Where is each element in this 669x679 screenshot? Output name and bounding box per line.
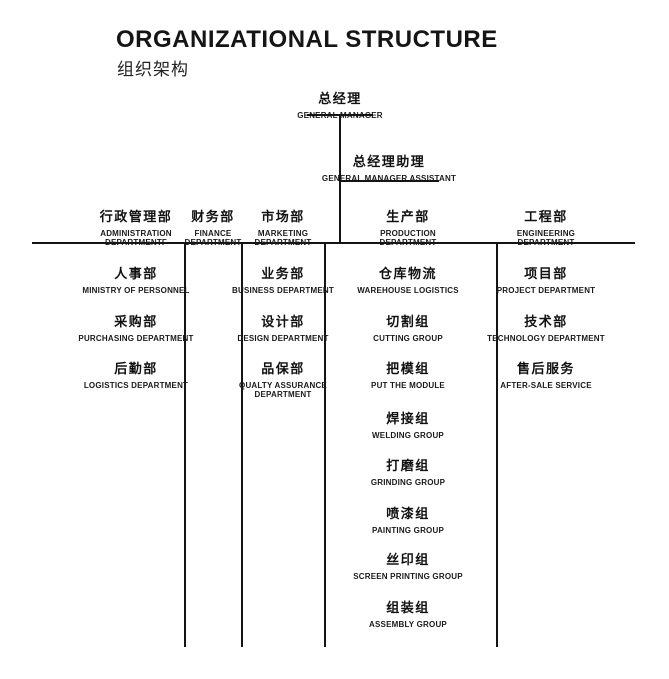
node-label-en: ADMINISTRATION DEPARTMENTF: [100, 229, 172, 247]
sub-department-node: 售后服务 AFTER-SALE SERVICE: [466, 358, 626, 390]
node-label-zh: 设计部: [261, 314, 305, 329]
page-title: ORGANIZATIONAL STRUCTURE: [116, 26, 498, 53]
node-label-en: QUALTY ASSURANCE DEPARTMENT: [239, 381, 327, 399]
sub-department-node: 组装组 ASSEMBLY GROUP: [328, 597, 488, 629]
node-label-en: BUSINESS DEPARTMENT: [232, 286, 334, 295]
node-label-zh: 品保部: [261, 361, 305, 376]
sub-department-node: 打磨组 GRINDING GROUP: [328, 455, 488, 487]
node-label-en: WAREHOUSE LOGISTICS: [357, 286, 459, 295]
node-label-en: SCREEN PRINTING GROUP: [353, 572, 463, 581]
sub-department-node: 后勤部 LOGISTICS DEPARTMENT: [56, 358, 216, 390]
node-label-en: PAINTING GROUP: [372, 526, 444, 535]
node-label-en: PURCHASING DEPARTMENT: [78, 334, 194, 343]
node-label-zh: 生产部: [386, 209, 430, 224]
department-node: 市场部 MARKETING DEPARTMENT: [203, 206, 363, 247]
department-node: 生产部 PRODUCTION DEPARTMENT: [328, 206, 488, 247]
node-label-en: GENERAL MANAGER ASSISTANT: [321, 174, 457, 183]
sub-department-node: 品保部 QUALTY ASSURANCE DEPARTMENT: [203, 358, 363, 399]
node-label-en: DESIGN DEPARTMENT: [237, 334, 329, 343]
sub-department-node: 焊接组 WELDING GROUP: [328, 408, 488, 440]
node-label-zh: 总经理助理: [352, 154, 426, 169]
sub-department-node: 技术部 TECHNOLOGY DEPARTMENT: [466, 311, 626, 343]
node-label-en: PUT THE MODULE: [371, 381, 445, 390]
column-divider-3: [324, 242, 326, 647]
sub-department-node: 切割组 CUTTING GROUP: [328, 311, 488, 343]
node-label-en: GRINDING GROUP: [370, 478, 446, 487]
node-label-zh: 售后服务: [516, 361, 575, 376]
departments-line: [32, 242, 635, 244]
node-label-en: PROJECT DEPARTMENT: [496, 286, 596, 295]
node-label-zh: 总经理: [318, 91, 362, 106]
sub-department-node: 人事部 MINISTRY OF PERSONNEL: [56, 263, 216, 295]
node-label-en: WELDING GROUP: [372, 431, 444, 440]
node-label-en: TECHNOLOGY DEPARTMENT: [487, 334, 605, 343]
node-label-zh: 把模组: [386, 361, 430, 376]
general-manager-assistant-node: 总经理助理 GENERAL MANAGER ASSISTANT: [309, 151, 469, 183]
node-label-zh: 后勤部: [114, 361, 158, 376]
node-label-en: FINANCE DEPARTMENT: [184, 229, 242, 247]
node-label-zh: 组装组: [386, 600, 430, 615]
node-label-zh: 技术部: [524, 314, 568, 329]
page-subtitle: 组织架构: [117, 60, 189, 79]
assistant-underline: [339, 180, 439, 182]
sub-department-node: 把模组 PUT THE MODULE: [328, 358, 488, 390]
node-label-en: AFTER-SALE SERVICE: [500, 381, 592, 390]
department-node: 行政管理部 ADMINISTRATION DEPARTMENTF: [56, 206, 216, 247]
node-label-en: LOGISTICS DEPARTMENT: [83, 381, 189, 390]
node-label-en: ASSEMBLY GROUP: [369, 620, 447, 629]
node-label-en: ENGINEERING DEPARTMENT: [516, 229, 576, 247]
sub-department-node: 喷漆组 PAINTING GROUP: [328, 503, 488, 535]
node-label-zh: 丝印组: [386, 552, 430, 567]
trunk-line: [339, 114, 341, 244]
node-label-zh: 工程部: [524, 209, 568, 224]
node-label-en: CUTTING GROUP: [373, 334, 443, 343]
node-label-zh: 项目部: [524, 266, 568, 281]
node-label-zh: 财务部: [191, 209, 235, 224]
department-node: 财务部 FINANCE DEPARTMENT: [133, 206, 293, 247]
node-label-en: MARKETING DEPARTMENT: [254, 229, 312, 247]
node-label-en: MINISTRY OF PERSONNEL: [82, 286, 190, 295]
column-divider-2: [241, 242, 243, 647]
node-label-zh: 行政管理部: [99, 209, 173, 224]
sub-department-node: 采购部 PURCHASING DEPARTMENT: [56, 311, 216, 343]
node-label-en: PRODUCTION DEPARTMENT: [379, 229, 437, 247]
sub-department-node: 业务部 BUSINESS DEPARTMENT: [203, 263, 363, 295]
department-node: 工程部 ENGINEERING DEPARTMENT: [466, 206, 626, 247]
sub-department-node: 仓库物流 WAREHOUSE LOGISTICS: [328, 263, 488, 295]
node-label-zh: 仓库物流: [378, 266, 437, 281]
node-label-zh: 采购部: [114, 314, 158, 329]
sub-department-node: 项目部 PROJECT DEPARTMENT: [466, 263, 626, 295]
node-label-zh: 业务部: [261, 266, 305, 281]
node-label-zh: 人事部: [114, 266, 158, 281]
node-label-zh: 焊接组: [386, 411, 430, 426]
node-label-zh: 市场部: [261, 209, 305, 224]
column-divider-4: [496, 242, 498, 647]
column-divider-1: [184, 242, 186, 647]
sub-department-node: 丝印组 SCREEN PRINTING GROUP: [328, 549, 488, 581]
sub-department-node: 设计部 DESIGN DEPARTMENT: [203, 311, 363, 343]
node-label-zh: 喷漆组: [386, 506, 430, 521]
node-label-zh: 切割组: [386, 314, 430, 329]
node-label-zh: 打磨组: [386, 458, 430, 473]
